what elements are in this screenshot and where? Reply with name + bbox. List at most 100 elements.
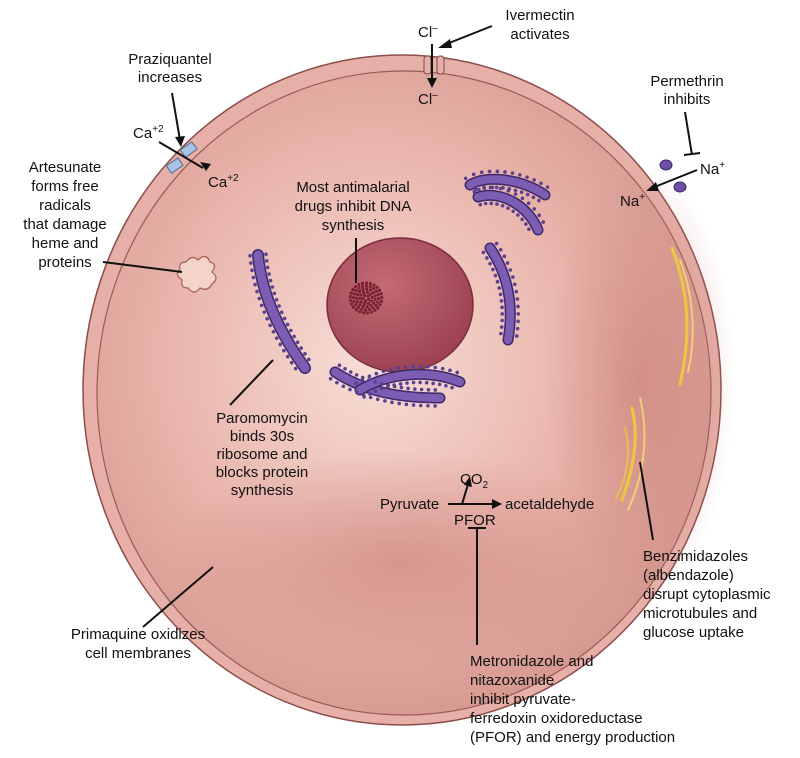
ribosome-dot [253,282,257,287]
ivermectin-line-1: Ivermectin [505,7,574,24]
ribosome-dot [433,365,438,370]
ribosome-dot [328,376,333,381]
ribosome-dot [545,185,550,189]
ribosome-dot [289,360,294,365]
nucleolus-dot [370,295,374,300]
ribosome-dot [493,273,498,278]
ribosome-dot [516,213,520,217]
nucleolus-dot [351,295,356,300]
ribosome-dot [272,291,277,296]
ribosome-dot [488,261,492,266]
benzimidazoles-line-1: Benzimidazoles [643,548,748,565]
nucleolus-dot [368,281,372,286]
ribosome-dot [463,176,468,181]
chloride-outside-label: Cl– [418,23,438,41]
ribosome-dot [354,381,358,385]
primaquine-line-1: Primaquine oxidizes [71,626,205,643]
nucleolus-dot [359,293,363,297]
nucleolus-dot [354,308,358,312]
nucleolus-dot [363,293,367,298]
ribosome-dot [399,385,404,390]
ribosome-dot [306,357,311,362]
nucleolus-dot [351,305,356,309]
benzimidazoles-line-2: (albendazole) [643,567,734,584]
ribosome-dot [257,296,262,301]
nucleolus-dot [355,300,360,304]
nucleolus-dot [365,290,370,294]
ribosome-dot [373,380,378,384]
nucleolus-dot [364,281,369,285]
permethrin-line-2: inhibits [664,91,711,108]
ribosome-dot [520,217,524,222]
nucleolus-dot [353,285,358,289]
ribosome-dot [404,402,409,407]
ribosome-dot [514,289,519,294]
ribosome-dot [433,404,437,408]
nucleolus-dot [351,287,355,292]
nucleolus [348,281,384,315]
ribosome-dot [500,318,504,323]
ribosome-dot [398,382,403,386]
permethrin-line-1: Permethrin [650,73,723,90]
nucleolus-dot [369,304,373,308]
ribosome-dot [379,381,384,386]
ribosome-dot [537,213,541,218]
ribosome-dot [495,169,500,174]
ribosome-dot [268,278,273,283]
ribosome-dot [285,322,290,327]
ribosome-dot [491,267,495,272]
nucleolus-dot [379,299,384,303]
ribosome-dot [390,400,394,405]
nucleolus-dot [356,305,360,310]
ribosome-dot [494,185,499,190]
nucleolus-dot [378,303,382,307]
ribosome-dot [525,175,529,179]
acetaldehyde-label: acetaldehyde [505,496,594,513]
ribosome-dot [478,202,483,207]
ribosome-dot [418,364,423,369]
benzimidazoles-label: Benzimidazoles(albendazole)disrupt cytop… [643,548,771,641]
ribosome-dot [348,387,352,392]
ribosome-dot [367,391,372,396]
nucleolus-dot [357,283,361,287]
ribosome-dot [268,323,272,328]
ribosome-dot [388,367,393,372]
ribosome-dot [508,268,513,272]
nucleolus-dot [372,301,376,305]
nucleolus-dot [361,311,366,315]
nucleolus-dot [373,298,377,302]
ribosome-dot [362,395,366,399]
antimalarial-line-3: synthesis [322,217,385,234]
ribosome-dot [532,207,537,211]
artesunate-line-1: Artesunate [29,159,102,176]
ribosome-dot [348,370,353,374]
nucleolus-dot [376,293,380,297]
nucleolus-dot [368,288,373,292]
ribosome-dot [498,292,503,297]
ribosome-dot [373,389,378,393]
ribosome-dot [335,380,339,385]
ribosome-dot [368,395,373,400]
ribosome-dot [539,181,543,186]
ribosome-dot [477,187,481,192]
artesunate-line-2: forms free [31,178,99,195]
antimalarial-line-2: drugs inhibit DNA [295,198,412,215]
ribosome-dot [524,222,528,226]
artesunate-line-5: heme and [32,235,99,252]
ribosome-dot [537,198,541,203]
ribosome-dot [515,326,520,331]
ribosome-dot [494,241,499,246]
chloride-channel-right [436,55,445,75]
ribosome-dot [274,336,279,340]
ribosome-dot [424,380,429,385]
cytoplasm-shade-bottom [160,450,640,670]
nucleolus-dot [367,307,372,312]
nucleolus-dot [371,290,376,295]
ribosome-dot [303,352,307,356]
ribosome-dot [367,378,371,382]
ribosome-dot [282,316,287,321]
ribosome-dot [516,312,521,316]
ribosome-dot [520,196,525,201]
